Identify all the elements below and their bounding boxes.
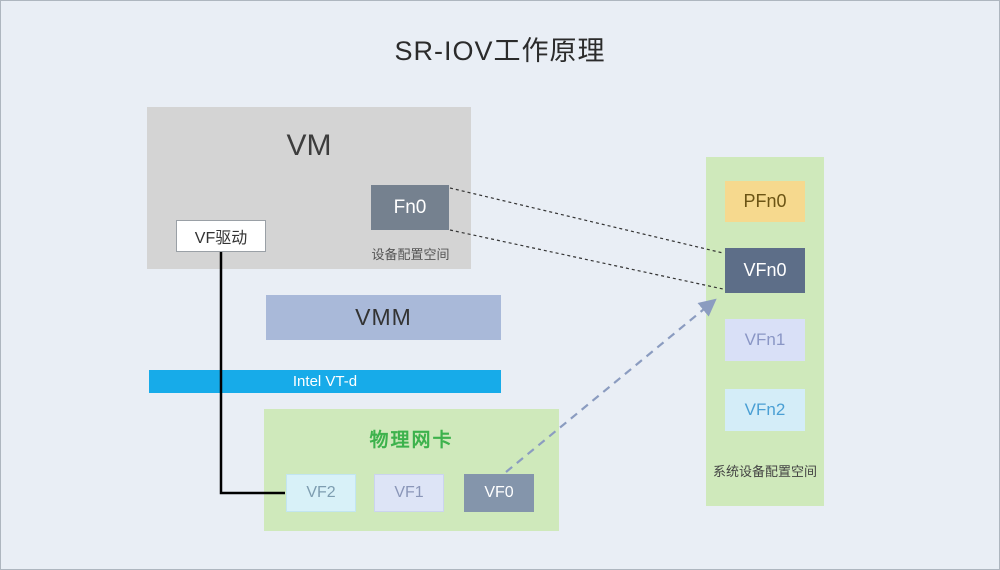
vfn0-label: VFn0 [743,260,787,280]
pfn0-label: PFn0 [743,191,787,211]
vfn1-label: VFn1 [744,330,786,349]
vmm-box: VMM [266,295,501,340]
vf2-label: VF2 [306,484,336,501]
physical-nic-label: 物理网卡 [369,430,454,451]
intel-vtd-label: Intel VT-d [292,373,358,390]
pfn0-box: PFn0 [725,181,805,222]
fn0-to-vfn0-dotted-bottom [449,229,724,290]
vf0-box: VF0 [464,474,534,512]
fn0-box: Fn0 [371,185,449,230]
vfn1-box: VFn1 [725,319,805,361]
diagram-title: SR-IOV工作原理 [394,36,606,66]
system-config-space-caption: 系统设备配置空间 [712,464,817,479]
vf0-label: VF0 [484,484,514,501]
fn0-to-vfn0-dotted-top [449,187,724,254]
intel-vtd-bar: Intel VT-d [149,370,501,393]
physical-nic-box: 物理网卡 [264,409,559,531]
vfn0-box: VFn0 [725,248,805,293]
vf2-box: VF2 [286,474,356,512]
vf-driver-label: VF驱动 [194,230,248,247]
vf1-label: VF1 [394,484,424,501]
fn0-label: Fn0 [393,196,427,218]
vf1-box: VF1 [374,474,444,512]
device-config-space-caption: 设备配置空间 [371,247,450,262]
vfn2-label: VFn2 [744,400,786,419]
vfn2-box: VFn2 [725,389,805,431]
vmm-label: VMM [355,304,412,330]
vm-label: VM [286,129,332,162]
vf-driver-box: VF驱动 [176,220,266,252]
